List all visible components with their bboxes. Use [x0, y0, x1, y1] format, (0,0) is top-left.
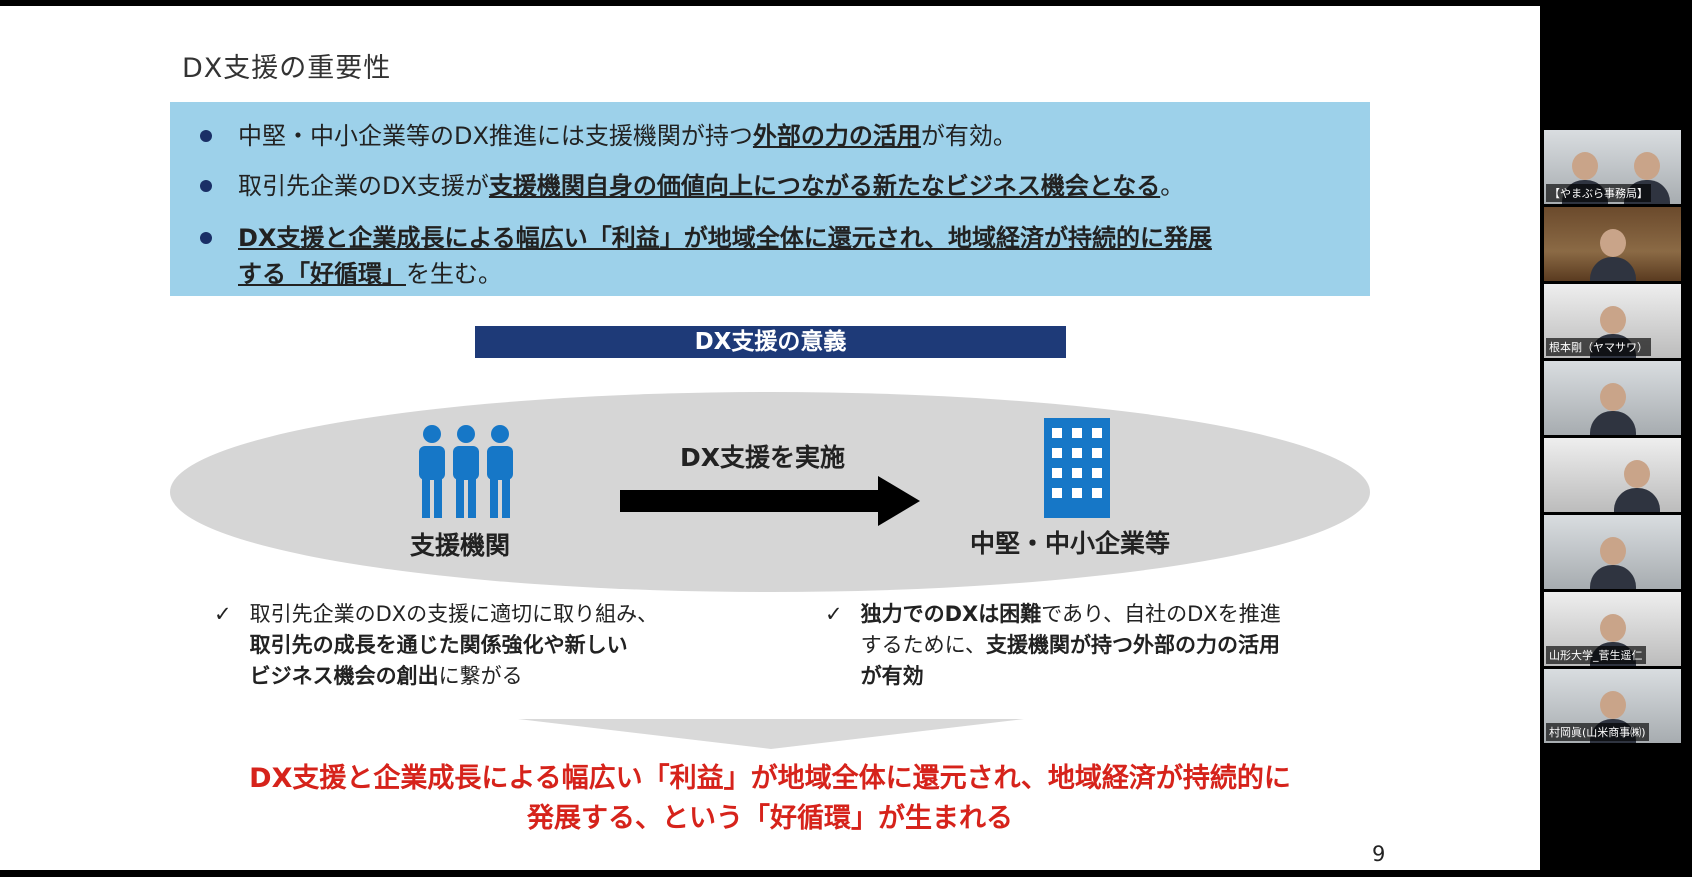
- bullet-dot: [200, 180, 212, 192]
- building-icon: [1044, 418, 1110, 518]
- bullet-2: 取引先企業のDX支援が支援機関自身の価値向上につながる新たなビジネス機会となる。: [200, 168, 1184, 204]
- participant-video-panel: 【やまぶら事務局】 根本剛（ヤマサワ） 山形大学_菅生遥仁 村岡眞(山米商事㈱): [1544, 130, 1684, 746]
- section-header: DX支援の意義: [475, 326, 1066, 358]
- participant-name: 山形大学_菅生遥仁: [1546, 646, 1646, 664]
- left-check-item: ✓ 取引先企業のDXの支援に適切に取り組み、 取引先の成長を通じた関係強化や新し…: [214, 599, 658, 692]
- bullet-3: DX支援と企業成長による幅広い「利益」が地域全体に還元され、地域経済が持続的に発…: [200, 220, 1212, 292]
- bullet-dot: [200, 130, 212, 142]
- participant-avatar: [1614, 460, 1661, 512]
- arrow-label: DX支援を実施: [680, 443, 846, 472]
- participant-avatar: [1589, 383, 1636, 435]
- participant-avatar: [1589, 229, 1636, 281]
- presentation-slide: DX支援の重要性 中堅・中小企業等のDX推進には支援機関が持つ外部の力の活用が有…: [0, 6, 1540, 870]
- participant-tile[interactable]: [1544, 207, 1681, 281]
- sme-label: 中堅・中小企業等: [970, 529, 1171, 558]
- participant-name: 【やまぶら事務局】: [1546, 184, 1651, 202]
- bullet-dot: [200, 232, 212, 244]
- summary-box: 中堅・中小企業等のDX推進には支援機関が持つ外部の力の活用が有効。 取引先企業の…: [170, 102, 1370, 296]
- down-chevron-icon: [518, 719, 1024, 749]
- page-number: 9: [1372, 842, 1386, 866]
- participant-avatar: [1589, 537, 1636, 589]
- check-icon: ✓: [214, 602, 232, 626]
- participant-tile[interactable]: 山形大学_菅生遥仁: [1544, 592, 1681, 666]
- check-icon: ✓: [825, 602, 843, 626]
- participant-name: 村岡眞(山米商事㈱): [1546, 723, 1649, 741]
- participant-tile[interactable]: 【やまぶら事務局】: [1544, 130, 1681, 204]
- support-organization-label: 支援機関: [410, 531, 511, 560]
- participant-tile[interactable]: [1544, 361, 1681, 435]
- people-icon: [419, 425, 513, 518]
- conclusion-text: DX支援と企業成長による幅広い「利益」が地域全体に還元され、地域経済が持続的に …: [249, 763, 1291, 834]
- participant-name: 根本剛（ヤマサワ）: [1546, 338, 1651, 356]
- participant-tile[interactable]: [1544, 515, 1681, 589]
- participant-tile[interactable]: 村岡眞(山米商事㈱): [1544, 669, 1681, 743]
- participant-tile[interactable]: [1544, 438, 1681, 512]
- right-arrow-icon: [620, 476, 920, 526]
- right-check-item: ✓ 独力でのDXは困難であり、自社のDXを推進 するために、支援機関が持つ外部の…: [825, 599, 1281, 692]
- slide-title: DX支援の重要性: [182, 53, 392, 84]
- bullet-1: 中堅・中小企業等のDX推進には支援機関が持つ外部の力の活用が有効。: [200, 118, 1017, 154]
- participant-tile[interactable]: 根本剛（ヤマサワ）: [1544, 284, 1681, 358]
